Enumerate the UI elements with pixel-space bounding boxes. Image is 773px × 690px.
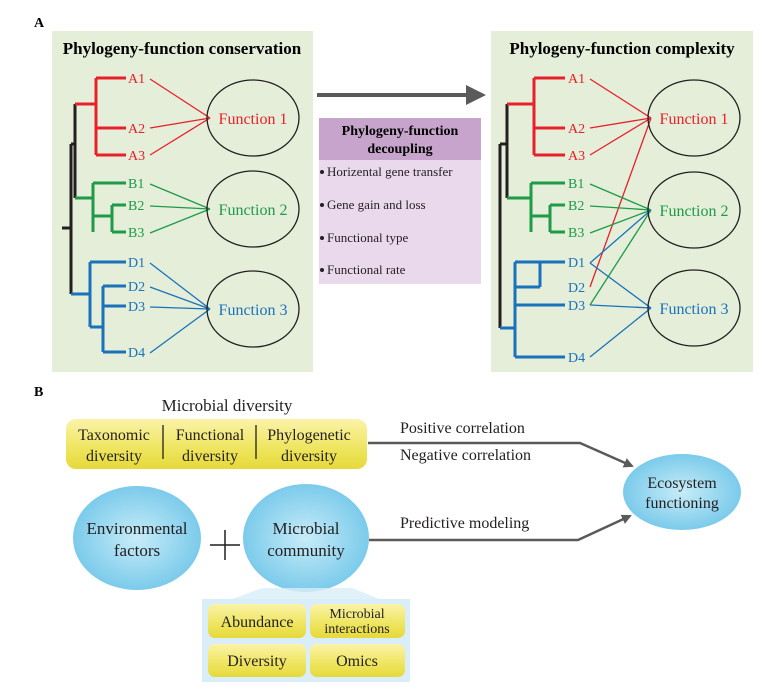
environmental-line1: Environmental <box>86 519 187 538</box>
right-tree-panel: Phylogeny-function complexity <box>491 31 753 372</box>
decoupling-header-line1: Phylogeny-function <box>342 124 459 139</box>
attribute-interactions-line1: Microbial <box>329 607 384 622</box>
phylogenetic-line2: diversity <box>281 448 337 465</box>
plus-icon <box>210 530 240 560</box>
right-tip-a3: A3 <box>568 149 585 164</box>
left-tip-d4: D4 <box>128 346 145 361</box>
left-function-3-ellipse <box>206 270 300 348</box>
diversity-title: Microbial diversity <box>162 396 293 415</box>
positive-correlation-label: Positive correlation <box>400 420 525 437</box>
taxonomic-line1: Taxonomic <box>78 427 150 444</box>
phylogenetic-line1: Phylogenetic <box>267 427 351 444</box>
left-tip-a3: A3 <box>128 149 145 164</box>
left-tip-b2: B2 <box>128 199 144 214</box>
left-tip-d1: D1 <box>128 256 145 271</box>
community-line2: community <box>267 541 345 560</box>
microbial-diversity-box: Microbial diversity Taxonomic diversity … <box>66 396 367 469</box>
bullet-icon <box>320 170 324 174</box>
left-phylogenetic-tree <box>62 76 126 354</box>
environmental-factors-ellipse <box>73 486 201 590</box>
correlation-arrow <box>368 441 634 468</box>
predictive-modeling-label: Predictive modeling <box>400 515 529 532</box>
microbial-community-ellipse <box>243 484 369 592</box>
right-tip-d3: D3 <box>568 299 585 314</box>
community-attributes: Abundance Microbial interactions Diversi… <box>202 588 410 682</box>
left-function-2-ellipse <box>206 170 300 248</box>
bullet-icon <box>320 236 324 240</box>
left-function-1-ellipse <box>206 79 300 157</box>
attribute-omics: Omics <box>336 653 378 670</box>
left-tip-d2: D2 <box>128 280 145 295</box>
attribute-diversity: Diversity <box>227 653 287 670</box>
right-function-1-ellipse <box>647 79 741 157</box>
right-tip-b3: B3 <box>568 226 584 241</box>
left-tip-b1: B1 <box>128 177 144 192</box>
right-tip-d4: D4 <box>568 351 585 366</box>
right-function-3-label: Function 3 <box>660 301 729 318</box>
decoupling-header-line2: decoupling <box>367 142 432 157</box>
ecosystem-line2: functioning <box>645 495 719 512</box>
left-tip-b3: B3 <box>128 226 144 241</box>
decoupling-bullet-4: Functional rate <box>327 262 406 277</box>
right-tip-b1: B1 <box>568 177 584 192</box>
right-tip-a1: A1 <box>568 72 585 87</box>
left-tip-a2: A2 <box>128 122 145 137</box>
taxonomic-line2: diversity <box>86 448 142 465</box>
right-tip-a2: A2 <box>568 122 585 137</box>
panel-b-label: B <box>34 385 43 400</box>
right-tip-d1: D1 <box>568 256 585 271</box>
right-phylogenetic-tree <box>498 76 565 359</box>
right-tip-d2: D2 <box>568 281 585 296</box>
decoupling-bullet-2: Gene gain and loss <box>327 197 426 212</box>
environmental-line2: factors <box>114 541 160 560</box>
ecosystem-functioning-ellipse <box>623 454 741 530</box>
panel-a-label: A <box>34 16 45 31</box>
decoupling-bullet-3: Functional type <box>327 230 408 245</box>
community-line1: Microbial <box>272 519 339 538</box>
left-tree-panel: Phylogeny-function conservation <box>52 31 313 372</box>
attribute-interactions-line2: interactions <box>324 622 389 637</box>
ecosystem-line1: Ecosystem <box>647 475 717 492</box>
functional-line1: Functional <box>176 427 245 444</box>
bullet-icon <box>320 268 324 272</box>
right-function-3-ellipse <box>647 269 741 347</box>
left-panel-title: Phylogeny-function conservation <box>63 39 302 58</box>
left-tip-d3: D3 <box>128 300 145 315</box>
negative-correlation-label: Negative correlation <box>400 447 531 464</box>
left-function-3-label: Function 3 <box>219 302 288 319</box>
right-function-1-label: Function 1 <box>660 111 729 128</box>
right-function-2-label: Function 2 <box>660 203 729 220</box>
left-function-1-label: Function 1 <box>219 111 288 128</box>
attribute-abundance: Abundance <box>221 614 294 631</box>
decoupling-bullet-1: Horizental gene transfer <box>327 164 453 179</box>
right-function-2-ellipse <box>647 171 741 249</box>
right-tip-b2: B2 <box>568 199 584 214</box>
left-tip-a1: A1 <box>128 72 145 87</box>
functional-line2: diversity <box>182 448 238 465</box>
decoupling-box: Phylogeny-function decoupling Horizental… <box>319 118 481 284</box>
right-panel-title: Phylogeny-function complexity <box>509 39 735 58</box>
bullet-icon <box>320 203 324 207</box>
predictive-arrow <box>369 514 632 542</box>
left-function-2-label: Function 2 <box>219 202 288 219</box>
